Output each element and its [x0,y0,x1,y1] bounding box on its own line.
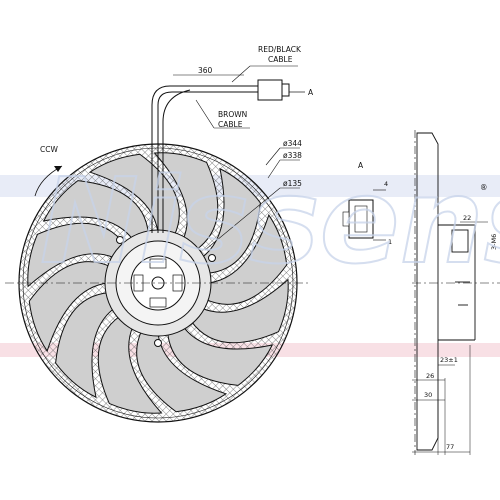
fan-side-view [412,130,500,455]
fan-blades [27,152,289,414]
red-black-cable-label-2: CABLE [268,55,293,64]
leader-lines [173,65,300,251]
fan-blade [136,329,228,413]
connector-ref-label: A [308,88,314,97]
mount-hole-1 [116,236,124,244]
watermark-text: Nissens [40,152,500,290]
fan-blade [153,152,219,251]
cable-harness [151,85,258,233]
hub-slot-top [149,258,167,269]
fan-blade [27,222,126,288]
red-black-cable-label-1: RED/BLACK [258,45,302,54]
dim-30-label: 30 [424,391,432,399]
mount-hole-3 [154,339,162,347]
brown-cable-label-2: CABLE [218,120,243,129]
dia-shroud-label: ø338 [283,151,302,160]
dia-hub-label: ø135 [283,179,302,188]
dim-m6-label: 3-M6 [490,234,498,250]
fan-front-view [5,143,310,423]
dim-77-label: 77 [446,443,454,451]
mount-hole-2 [208,254,216,262]
dim-22-label: 22 [463,214,471,222]
detail-connector-window [354,205,368,233]
fan-blade [88,153,180,237]
fan-blade [28,261,112,353]
rotation-arrowhead [54,166,62,172]
hub-slot-bottom [149,297,167,308]
watermark-registered-mark: ® [480,183,488,192]
detail-connector-tab [342,211,350,227]
fan-blade [55,292,116,399]
detail-pin-4-label: 4 [384,180,388,188]
detail-title: A [358,161,364,170]
fan-blade [42,180,149,241]
connector-latch [281,83,290,97]
rotation-label: CCW [40,145,58,154]
brown-cable-label-1: BROWN [218,110,247,119]
dim-26-label: 26 [426,372,434,380]
detail-pin-1-label: 1 [388,238,392,246]
fan-blade [204,213,288,305]
dim-23-label: 23±1 [440,356,458,364]
fan-blade [97,315,163,414]
dia-outer-label: ø344 [283,139,302,148]
fan-blade [167,325,274,386]
fan-blade [190,278,289,344]
fan-blade [200,167,261,274]
cable-length-label: 360 [198,66,213,75]
connector-body [257,79,283,101]
